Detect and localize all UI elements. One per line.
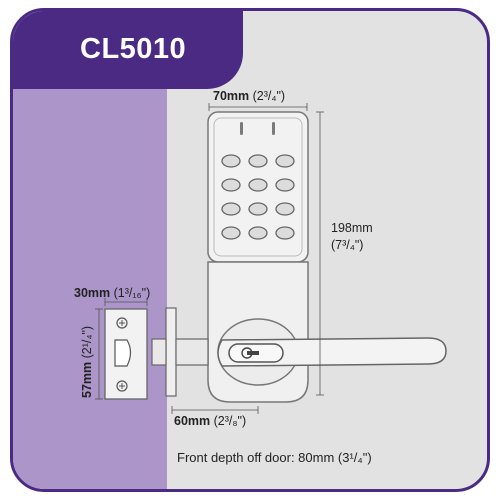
model-header: CL5010	[13, 11, 243, 89]
led-indicator	[240, 122, 243, 135]
lever-handle	[217, 318, 447, 386]
dimension-value: 70mm	[213, 89, 250, 103]
dimension-value: 60mm	[174, 414, 211, 428]
model-title: CL5010	[80, 33, 187, 65]
dimension-value: 57mm	[80, 361, 94, 398]
dimension-top-width: 70mm (2³/₄")	[213, 89, 285, 103]
dimension-imperial: (1³/₁₆")	[113, 286, 151, 300]
dimension-backset: 60mm (2³/₈")	[174, 414, 246, 428]
dimension-value: 198mm	[331, 221, 373, 235]
led-indicator	[272, 122, 275, 135]
dimension-imperial: (2¹/₄")	[80, 325, 94, 359]
dimension-value: 30mm	[74, 286, 111, 300]
door-plate	[165, 307, 177, 397]
front-depth-note: Front depth off door: 80mm (3¹/₄")	[177, 450, 372, 465]
keypad-buttons	[221, 154, 295, 240]
product-card: CL5010	[10, 8, 490, 492]
spindle	[175, 338, 209, 366]
dimension-imperial: (7³/₄")	[331, 238, 364, 252]
dimension-latch-height: 57mm (2¹/₄")	[80, 326, 94, 398]
dimension-latch-width: 30mm (1³/₁₆")	[74, 286, 150, 300]
latch-face-plate	[104, 308, 148, 400]
dimension-lines	[95, 103, 324, 414]
dimension-height: 198mm (7³/₄")	[331, 220, 373, 254]
dimension-imperial: (2³/₄")	[252, 89, 286, 103]
latch-bolt	[151, 338, 167, 366]
dimension-imperial: (2³/₈")	[213, 414, 247, 428]
left-lavender-panel	[13, 11, 167, 489]
